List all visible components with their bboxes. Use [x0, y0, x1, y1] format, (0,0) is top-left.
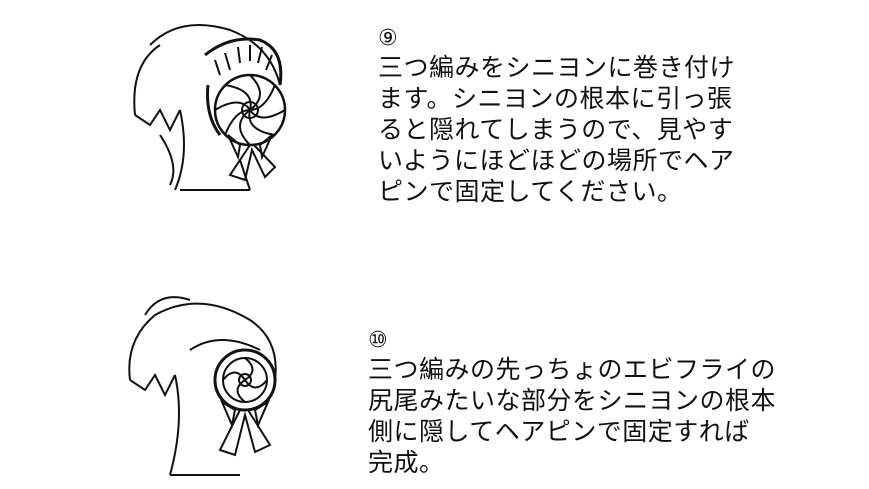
- step-number: ⑨: [378, 26, 398, 51]
- step-number: ⑩: [368, 328, 388, 353]
- instruction-line: 尻尾みたいな部分をシニヨンの根本: [368, 386, 777, 415]
- step-10-instructions: ⑩ 三つ編みの先っちょのエビフライの 尻尾みたいな部分をシニヨンの根本 側に隠し…: [368, 328, 776, 478]
- instruction-line: 三つ編みの先っちょのエビフライの: [368, 355, 777, 384]
- instruction-line: 側に隠してヘアピンで固定すれば: [368, 417, 750, 446]
- instruction-line: いようにほどほどの場所でヘア: [378, 146, 735, 175]
- instruction-line: 三つ編みをシニヨンに巻き付け: [378, 53, 736, 82]
- instruction-line: ピンで固定してください。: [378, 177, 683, 206]
- step-9-instructions: ⑨ 三つ編みをシニヨンに巻き付け ます。シニヨンの根本に引っ張 ると隠れてしまう…: [378, 26, 735, 207]
- instruction-line: 完成。: [368, 448, 445, 477]
- instruction-line: ると隠れてしまうので、見やす: [378, 115, 734, 144]
- hairstyle-illustration-step-10: [128, 296, 277, 476]
- hairstyle-illustration-step-9: [133, 24, 287, 191]
- instruction-line: ます。シニヨンの根本に引っ張: [378, 84, 733, 113]
